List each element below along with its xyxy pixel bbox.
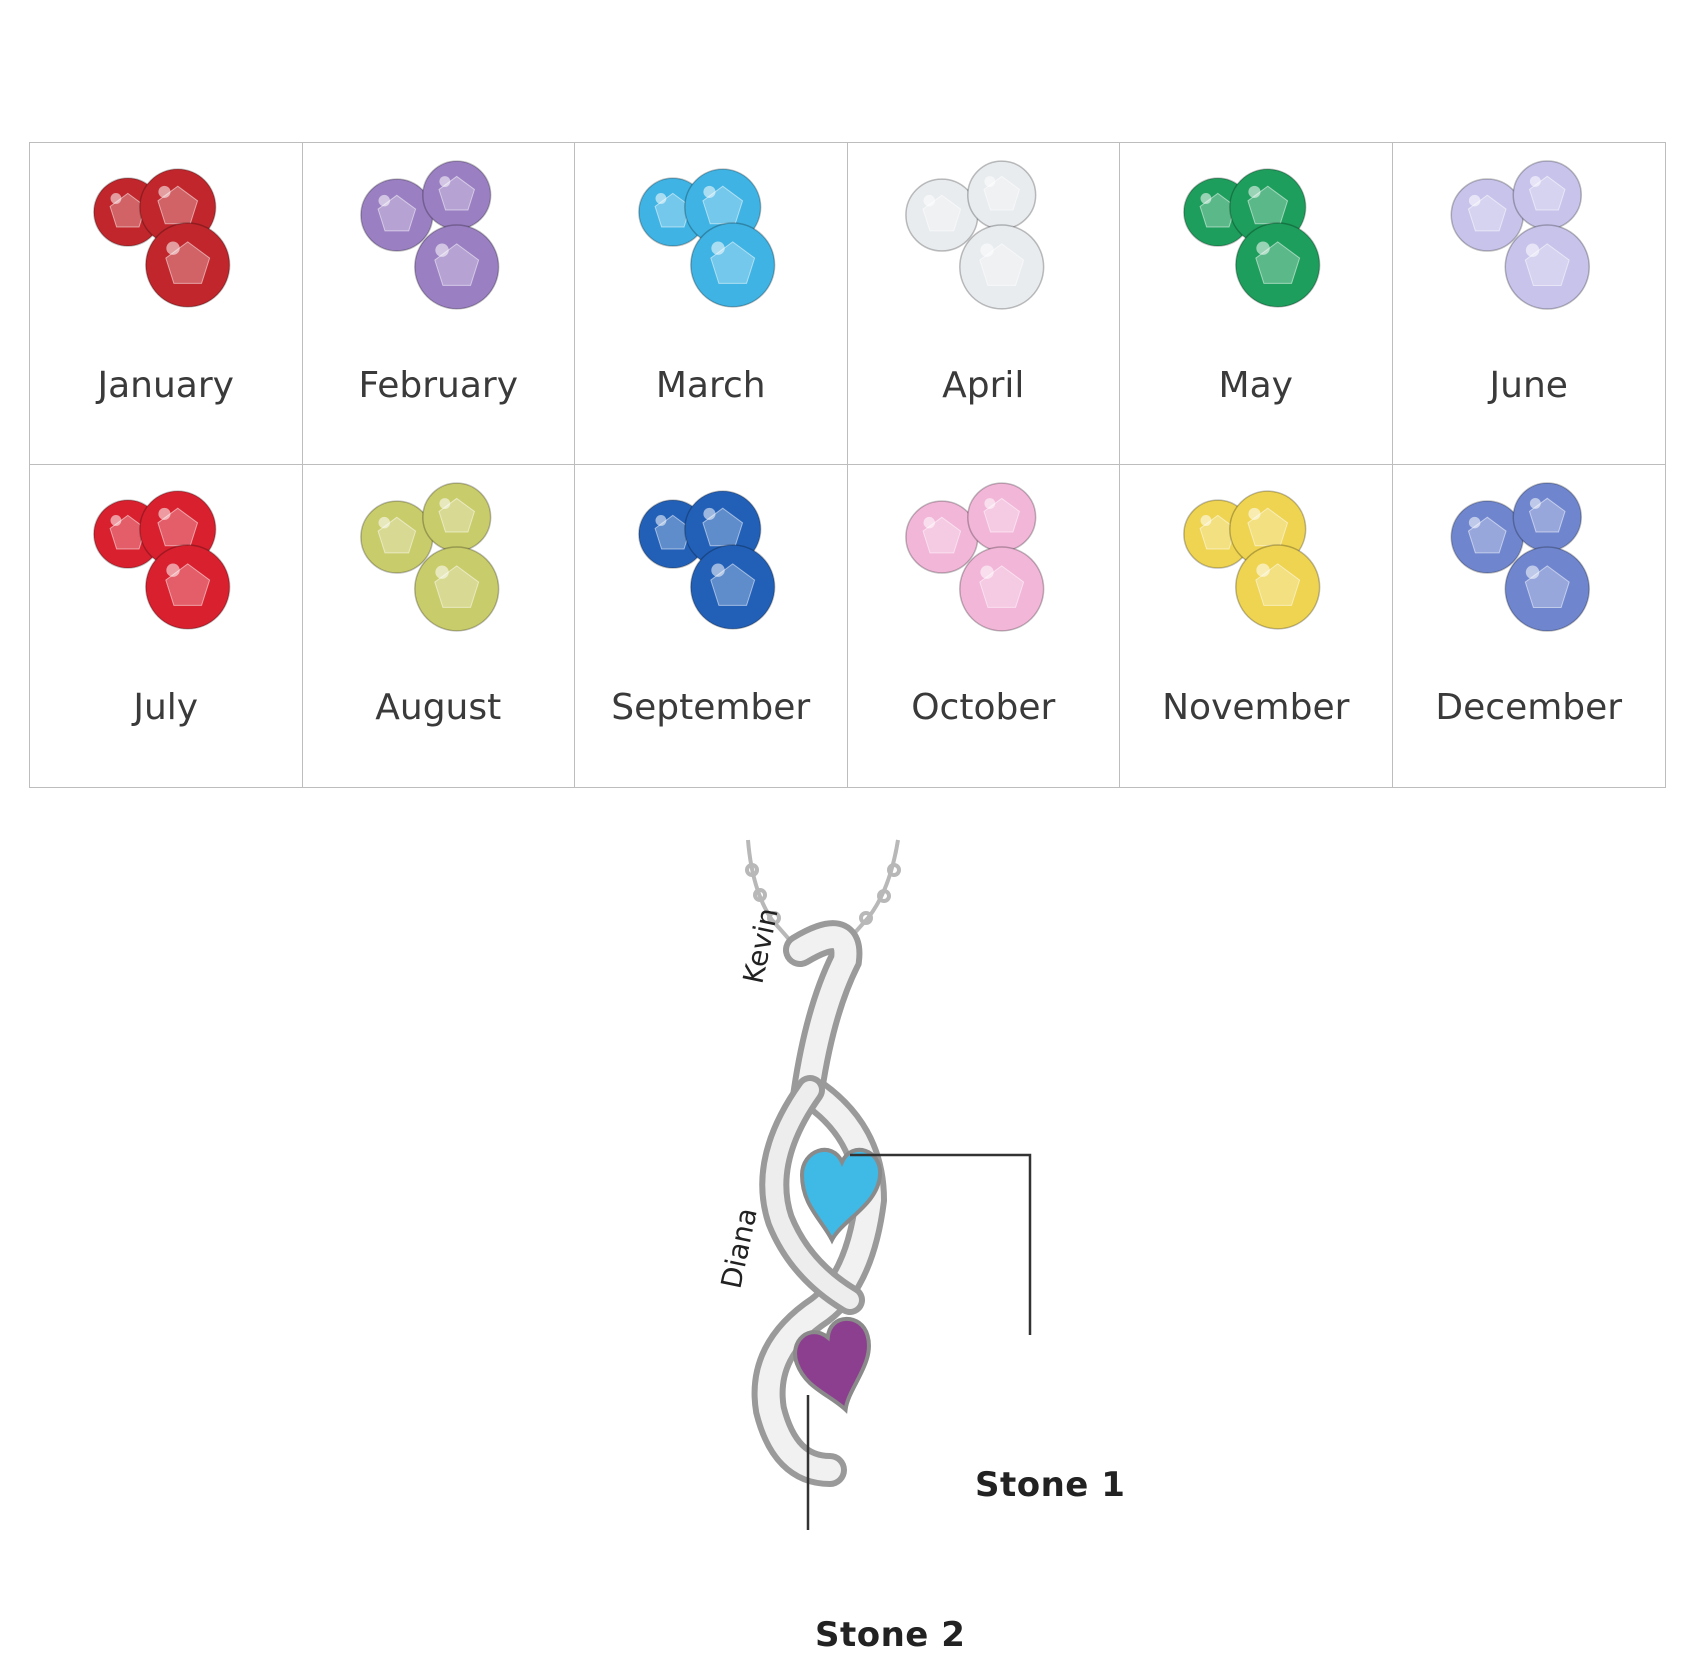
alexandrite-gems-icon (1393, 157, 1666, 327)
engraving-diana: Diana (715, 1205, 764, 1291)
birthstone-cell-january: January (30, 143, 303, 465)
citrine-gems-icon (1120, 479, 1392, 649)
birthstone-cell-july: July (30, 465, 303, 787)
engraving-kevin: Kevin (737, 905, 785, 986)
birthstone-cell-june: June (1392, 143, 1666, 465)
birthstone-cell-may: May (1120, 143, 1393, 465)
pink-tourmaline-gems-icon (848, 479, 1120, 649)
month-label: March (655, 365, 766, 406)
peridot-gems-icon (303, 479, 575, 649)
birthstone-cell-december: December (1393, 465, 1666, 787)
amethyst-gems-icon (303, 157, 575, 327)
birthstone-cell-october: October (848, 465, 1120, 787)
birthstone-cell-february: February (302, 143, 575, 465)
emerald-gems-icon (1120, 157, 1392, 327)
garnet-gems-icon (30, 157, 302, 327)
aquamarine-gems-icon (575, 157, 847, 327)
necklace-pendant-image: Kevin Diana (700, 830, 1140, 1650)
month-label: November (1162, 687, 1350, 728)
ruby-gems-icon (30, 479, 302, 649)
month-label: February (358, 365, 519, 406)
pendant-svg: Kevin Diana (715, 839, 1032, 1530)
birthstone-cell-september: September (575, 465, 848, 787)
birthstone-cell-august: August (303, 465, 575, 787)
stone-2-heart (793, 1316, 871, 1414)
month-label: July (133, 687, 199, 728)
month-label: October (911, 687, 1056, 728)
month-label: April (942, 365, 1025, 406)
month-label: January (97, 365, 234, 406)
diamond-gems-icon (848, 157, 1120, 327)
month-label: August (375, 687, 502, 728)
month-label: December (1435, 687, 1623, 728)
blue-topaz-gems-icon (1393, 479, 1666, 649)
stone-2-label: Stone 2 (815, 1615, 966, 1655)
birthstone-cell-april: April (847, 143, 1120, 465)
stone-1-label: Stone 1 (975, 1465, 1126, 1505)
sapphire-gems-icon (575, 479, 847, 649)
stone-1-heart (799, 1148, 883, 1245)
birthstone-cell-march: March (575, 143, 848, 465)
month-label: September (611, 687, 811, 728)
callout-lines (806, 1153, 1032, 1530)
month-label: June (1489, 365, 1568, 406)
month-label: May (1218, 365, 1293, 406)
birthstone-cell-november: November (1120, 465, 1393, 787)
